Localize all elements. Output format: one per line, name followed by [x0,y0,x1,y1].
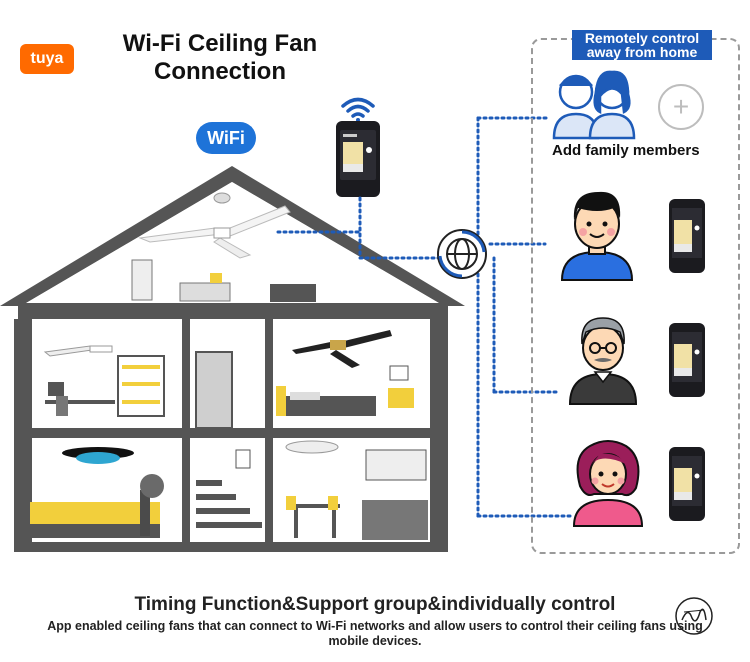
wifi-signal-icon [341,97,375,122]
title-line-1: Wi-Fi Ceiling Fan [122,30,318,57]
wifi-badge: WiFi [196,122,256,154]
remote-line-1: Remotely control [584,30,700,46]
feature-headline: Timing Function&Support group&individual… [134,594,616,615]
family-couple-icon [552,70,636,140]
connector-lines [276,116,572,518]
page-title: Wi-Fi Ceiling Fan Connection [92,30,348,86]
house-illustration [0,166,465,552]
remote-control-label: Remotely control away from home [572,30,712,60]
signature-logo-icon [675,597,713,635]
smartphone-icon [669,199,705,273]
person-avatar-icon [572,440,644,527]
feature-description: App enabled ceiling fans that can connec… [47,619,703,648]
tuya-logo-icon: tuya [20,44,74,74]
person-avatar-icon [560,191,634,281]
person-avatar-icon [568,317,638,405]
remote-line-2: away from home [586,44,698,60]
smartphone-icon [669,447,705,521]
title-line-2: Connection [154,58,286,85]
smartphone-icon [669,323,705,397]
smartphone-icon [336,121,380,197]
globe-network-icon [437,229,487,279]
add-family-members-label: Add family members [552,142,700,159]
add-person-icon[interactable]: + [658,84,704,130]
